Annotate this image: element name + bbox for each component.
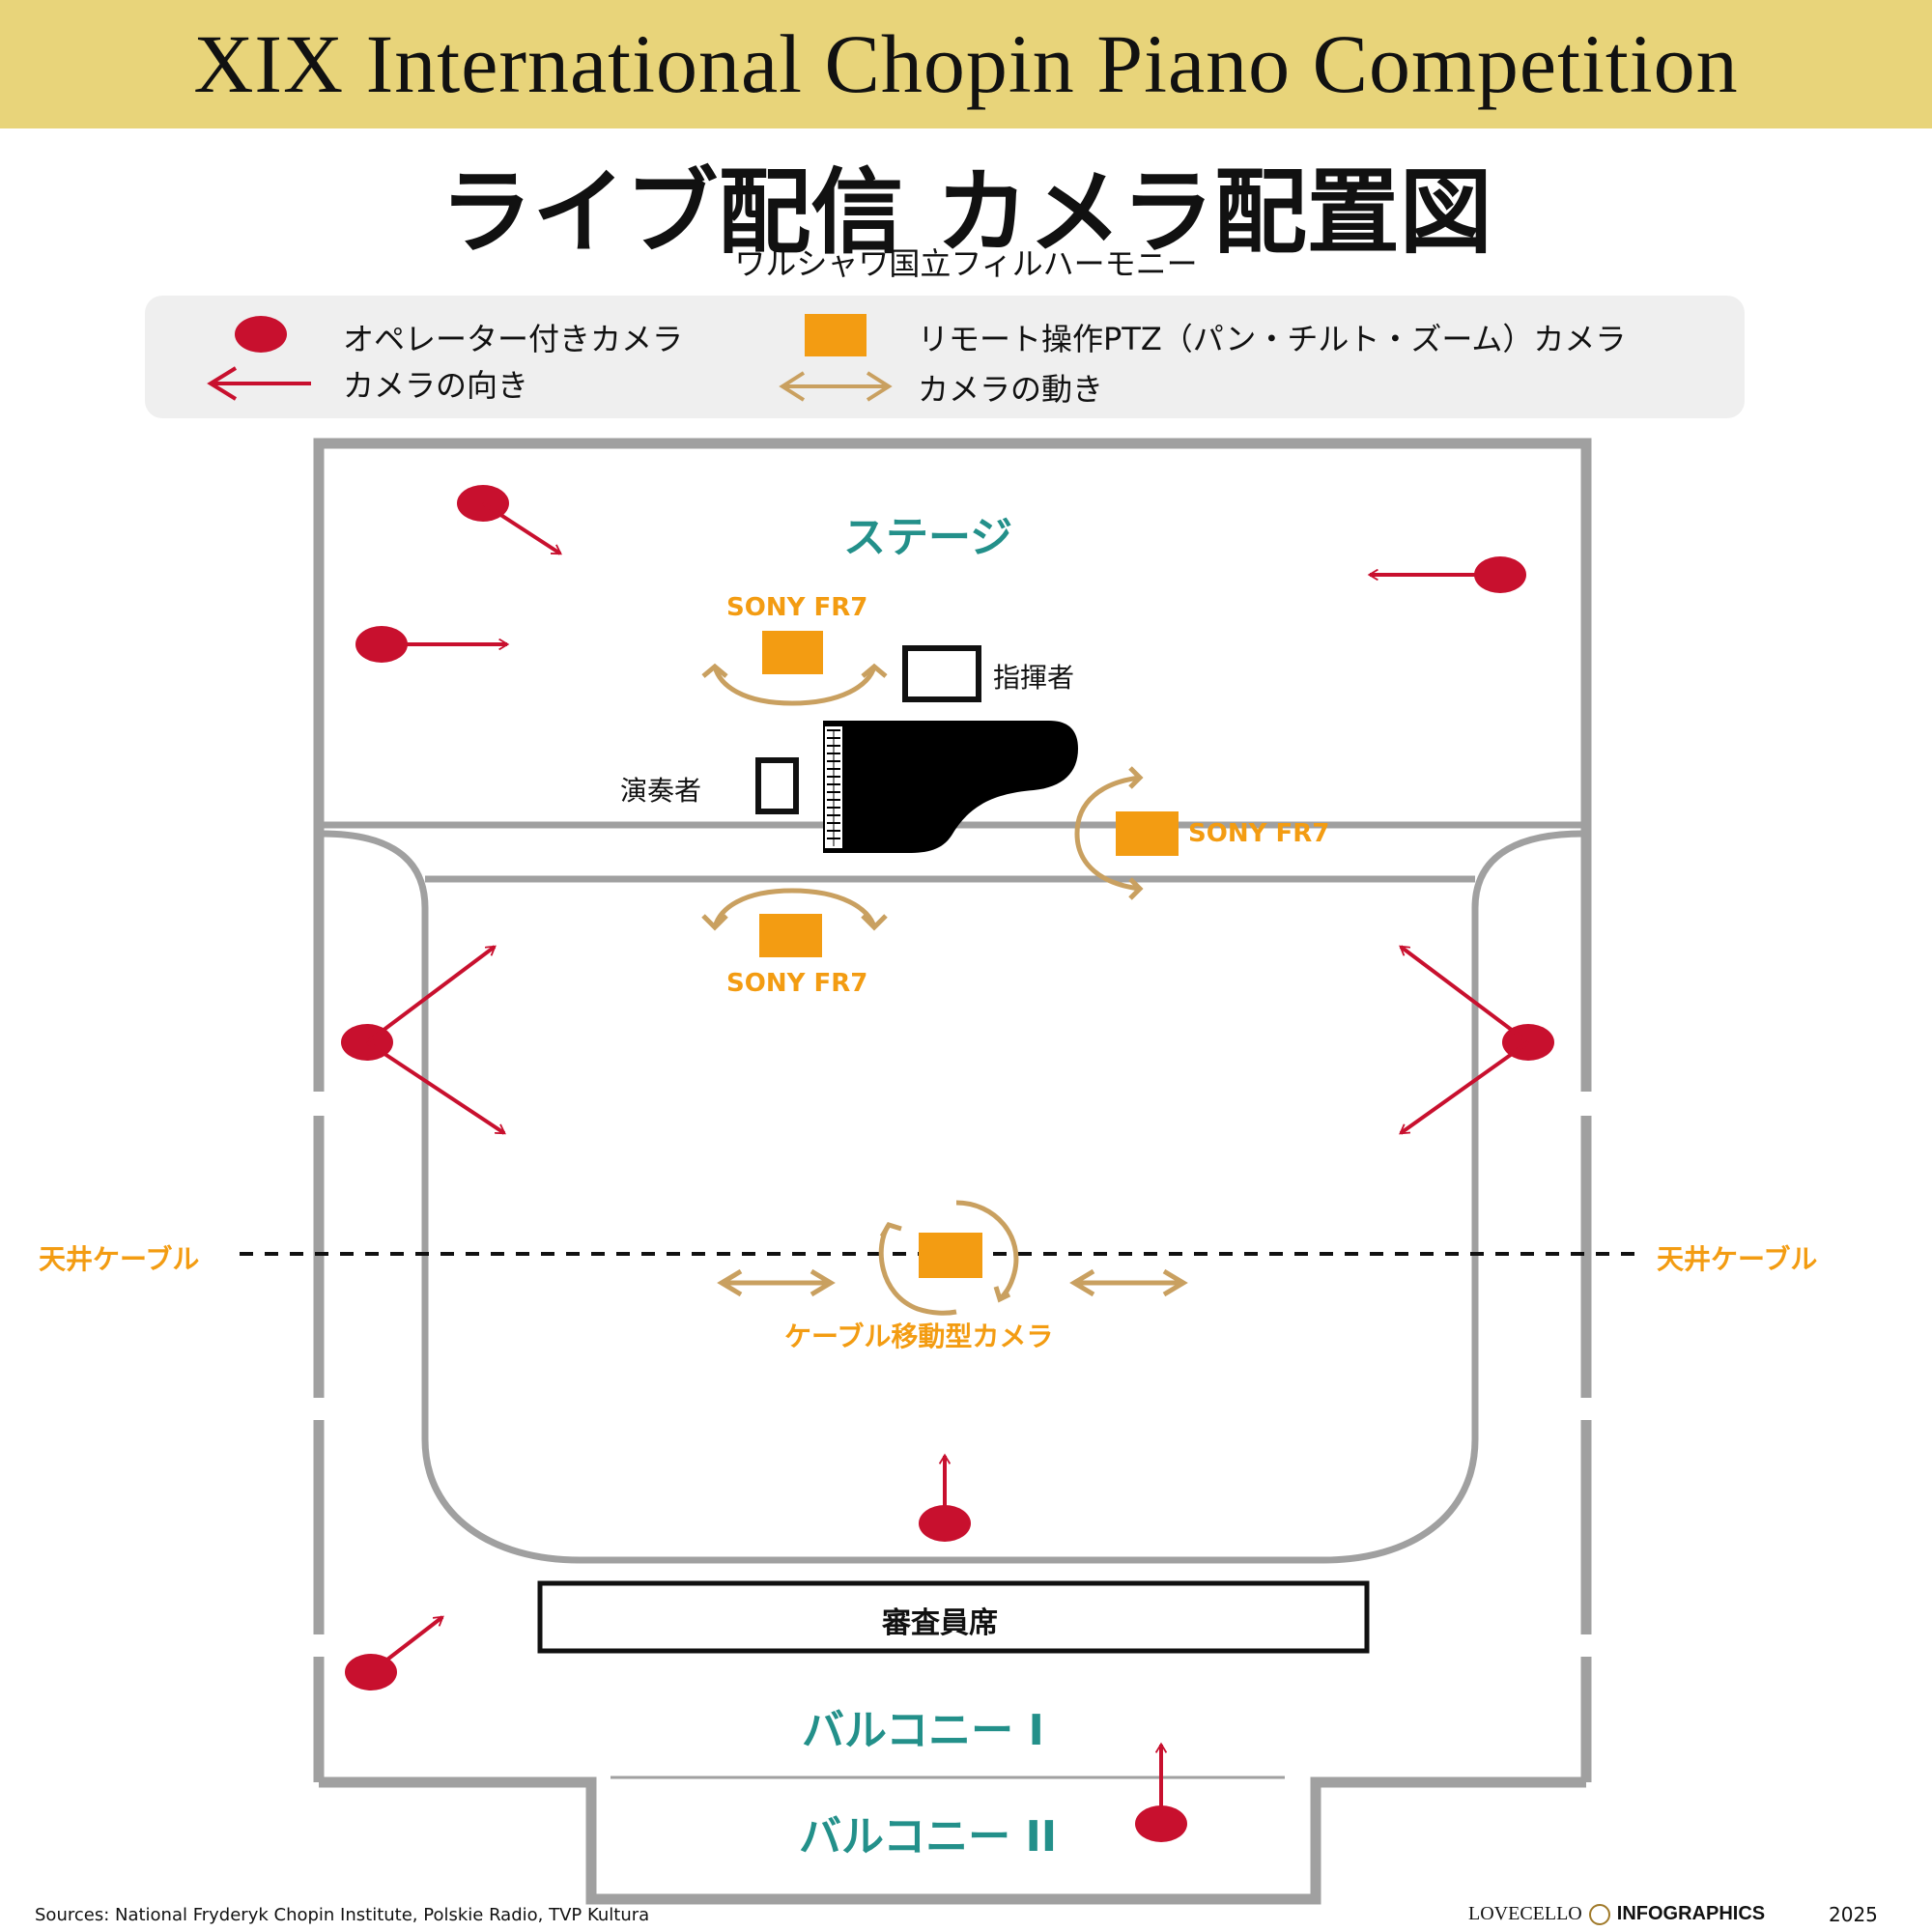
- grand-piano-icon: [823, 721, 1078, 853]
- stage-label: ステージ: [843, 513, 1013, 562]
- cable-camera-label: ケーブル移動型カメラ: [784, 1321, 1054, 1352]
- ptz-camera-top: [762, 631, 823, 674]
- hall-walls: [313, 438, 1592, 1905]
- legend-movement-label: カメラの動き: [918, 371, 1104, 408]
- legend-movement-arrow-icon: [779, 371, 893, 402]
- legend-ptz-camera-label: リモート操作PTZ（パン・チルト・ズーム）カメラ: [918, 321, 1627, 357]
- movement-arrows: [701, 663, 1188, 1316]
- year: 2025: [1829, 1903, 1878, 1926]
- page-title: ライブ配信 カメラ配置図: [440, 158, 1492, 267]
- ptz-front-label: SONY FR7: [726, 969, 868, 998]
- legend-operator-camera-icon: [235, 316, 287, 353]
- legend-box: [145, 296, 1745, 418]
- performer-label: 演奏者: [620, 775, 702, 807]
- direction-arrows: [365, 501, 1530, 1824]
- legend-operator-camera-label: オペレーター付きカメラ: [343, 321, 684, 357]
- sources-note: Sources: National Fryderyk Chopin Instit…: [35, 1905, 650, 1925]
- legend-ptz-camera-icon: [805, 314, 867, 356]
- banner-title: XIX International Chopin Piano Competiti…: [193, 17, 1739, 110]
- brand-name: LOVECELLO: [1468, 1903, 1582, 1924]
- jury-label: 審査員席: [882, 1606, 998, 1640]
- balcony-2-label: バルコニー II: [799, 1812, 1058, 1861]
- ceiling-cable-right-label: 天井ケーブル: [1657, 1243, 1818, 1275]
- legend-direction-arrow-icon: [207, 366, 311, 401]
- ptz-camera-right: [1116, 811, 1179, 856]
- brand-suffix: INFOGRAPHICS: [1616, 1903, 1766, 1924]
- brand-logo: LOVECELLO INFOGRAPHICS: [1468, 1903, 1766, 1926]
- balcony-1-label: バルコニー I: [802, 1706, 1044, 1755]
- legend-direction-label: カメラの向き: [343, 367, 529, 404]
- ceiling-cable-left-label: 天井ケーブル: [39, 1243, 200, 1275]
- ptz-camera-front: [759, 914, 822, 957]
- brand-cello-icon: [1588, 1904, 1610, 1926]
- ptz-cable-camera: [919, 1233, 982, 1278]
- ptz-top-label: SONY FR7: [726, 593, 868, 622]
- stage-front-and-audience: [319, 821, 1586, 1564]
- ptz-right-label: SONY FR7: [1188, 819, 1330, 848]
- page-subtitle: ワルシャワ国立フィルハーモニー: [734, 245, 1198, 282]
- conductor-label: 指揮者: [993, 662, 1075, 694]
- jury-table: [537, 1580, 1370, 1654]
- title-banner: [0, 0, 1932, 128]
- conductor-box: [902, 645, 981, 702]
- performer-box: [755, 757, 799, 814]
